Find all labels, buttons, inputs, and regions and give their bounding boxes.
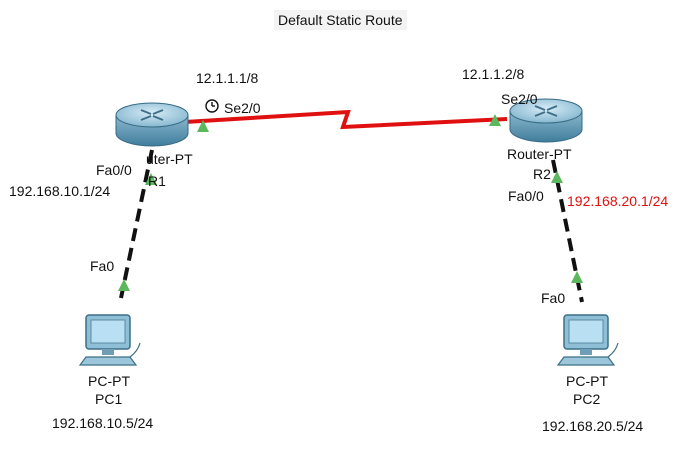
pc-icon <box>556 314 619 366</box>
r2-fa-ip: 192.168.20.1/24 <box>567 193 669 209</box>
r1-fa-name: Fa0/0 <box>96 162 132 178</box>
serial-link-r1-r2[interactable] <box>184 109 508 130</box>
r1-name-label: R1 <box>148 173 166 189</box>
pc-icon <box>78 314 141 366</box>
link-up-icon <box>145 173 157 185</box>
r2-serial-name: Se2/0 <box>501 91 538 107</box>
link-up-icon <box>197 120 209 132</box>
pc2-model-label: PC-PT <box>566 373 608 389</box>
clock-icon <box>205 99 219 113</box>
r1-model-label: uter-PT <box>146 151 193 167</box>
pc2-fa-name: Fa0 <box>541 290 566 306</box>
link-up-icon <box>118 279 130 291</box>
pc1-name-label: PC1 <box>95 391 123 407</box>
r1-fa-ip: 192.168.10.1/24 <box>9 183 111 199</box>
r1-serial-name: Se2/0 <box>224 100 261 116</box>
pc2-ip-label: 192.168.20.5/24 <box>542 418 644 434</box>
router-icon <box>115 102 189 147</box>
r2-name-label: R2 <box>533 166 551 182</box>
ethernet-link-r1-pc1[interactable] <box>119 149 154 299</box>
pc1-model-label: PC-PT <box>88 373 130 389</box>
router-r2[interactable] <box>507 97 585 145</box>
r2-model-label: Router-PT <box>507 146 572 162</box>
diagram-title: Default Static Route <box>274 10 407 30</box>
pc-pc1[interactable] <box>78 313 144 371</box>
pc-pc2[interactable] <box>556 313 622 371</box>
r1-serial-ip: 12.1.1.1/8 <box>196 70 259 86</box>
link-up-icon <box>489 114 501 126</box>
link-up-icon <box>551 171 563 183</box>
pc2-name-label: PC2 <box>573 391 601 407</box>
r2-serial-ip: 12.1.1.2/8 <box>462 66 525 82</box>
link-up-icon <box>571 271 583 283</box>
router-icon <box>509 98 583 143</box>
pc1-ip-label: 192.168.10.5/24 <box>52 415 154 431</box>
router-r1[interactable] <box>113 101 191 149</box>
pc1-fa-name: Fa0 <box>90 258 115 274</box>
r2-fa-name: Fa0/0 <box>508 188 544 204</box>
